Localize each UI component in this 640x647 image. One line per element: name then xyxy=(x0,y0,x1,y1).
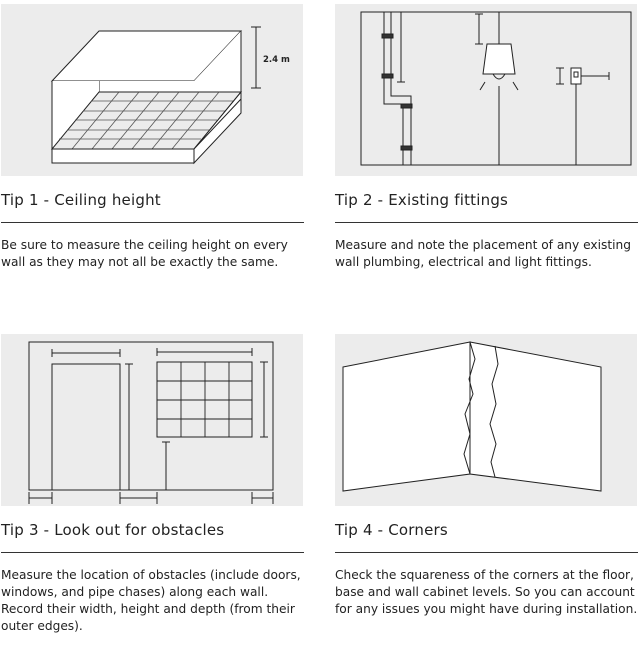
tip-title: Tip 1 - Ceiling height xyxy=(1,191,161,209)
tip-title: Tip 3 - Look out for obstacles xyxy=(1,521,225,539)
existing-fittings-illustration xyxy=(335,4,637,176)
tip-description: Measure and note the placement of any ex… xyxy=(335,238,631,269)
obstacles-illustration xyxy=(1,334,303,506)
tip-title: Tip 2 - Existing fittings xyxy=(335,191,509,209)
divider xyxy=(335,222,638,223)
dimension-label: 2.4 m xyxy=(263,55,290,65)
tip-description: Measure the location of obstacles (inclu… xyxy=(1,568,301,633)
tip-description: Check the squareness of the corners at t… xyxy=(335,568,638,616)
corners-illustration xyxy=(335,334,637,506)
tip-description: Be sure to measure the ceiling height on… xyxy=(1,238,288,269)
tip-title: Tip 4 - Corners xyxy=(335,521,448,539)
tip-3-card: Tip 3 - Look out for obstacles Measure t… xyxy=(1,334,304,633)
tip-2-card: Tip 2 - Existing fittings Measure and no… xyxy=(335,4,638,269)
divider xyxy=(1,552,304,553)
tip-4-card: Tip 4 - Corners Check the squareness of … xyxy=(335,334,638,616)
divider xyxy=(1,222,304,223)
tip-1-card: 2.4 m Tip 1 - Ceiling height Be sure to … xyxy=(1,4,304,269)
divider xyxy=(335,552,638,553)
ceiling-height-illustration: 2.4 m xyxy=(1,4,303,176)
